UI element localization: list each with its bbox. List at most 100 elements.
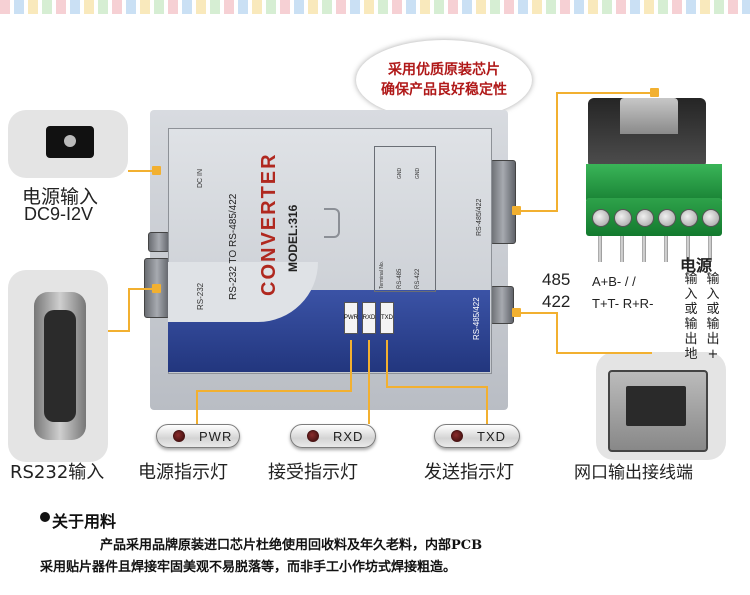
pwr-led-indicator: PWR — [156, 424, 240, 448]
pin-header-terminal: Terminal No. — [379, 260, 385, 289]
plus-char-6: + — [707, 347, 719, 362]
device-port-right-bottom-text: RS-485/422 — [472, 297, 481, 340]
terminal-screw-2 — [614, 209, 632, 227]
ground-char-5: 出 — [684, 332, 698, 347]
rj45-opening — [626, 386, 686, 426]
leader-txd-h — [386, 386, 488, 388]
power-input-label: 电源输入 — [22, 186, 99, 208]
rxd-led-label: RXD — [333, 428, 364, 444]
ground-char-2: 入 — [684, 287, 698, 302]
materials-line-1: 产品采用品牌原装进口芯片杜绝使用回收料及年久老料，内部PCB — [100, 538, 483, 553]
ground-char-4: 输 — [684, 317, 698, 332]
plus-char-3: 或 — [706, 302, 720, 317]
leader-rs232-v — [128, 288, 130, 332]
terminal-screw-1 — [592, 209, 610, 227]
leader-pwr-h — [196, 390, 352, 392]
db9-male-photo — [8, 270, 108, 462]
ground-column: 输 入 或 输 出 地 — [683, 272, 699, 362]
row-422-signals: T+T- R+R- — [592, 296, 654, 311]
receive-indicator-label: 接受指示灯 — [268, 462, 358, 483]
terminal-pin-3 — [642, 236, 646, 262]
power-indicator-label: 电源指示灯 — [138, 462, 228, 483]
txd-led-label: TXD — [477, 428, 506, 444]
row-485-prefix: 485 — [542, 270, 571, 289]
leader-rj45-h2 — [556, 352, 652, 354]
device-left-power-jack — [148, 232, 170, 252]
leader-terminal-dot-2 — [512, 206, 521, 215]
pin-422-gnd: GND — [415, 167, 421, 179]
decorative-stripe-band — [0, 0, 750, 14]
leader-power-dot — [152, 166, 161, 175]
txd-led-indicator: TXD — [434, 424, 520, 448]
plus-column: 输 入 或 输 出 + — [705, 272, 721, 362]
leader-rs232-h2 — [128, 288, 154, 290]
device-right-db9 — [490, 160, 516, 244]
terminal-housing — [586, 164, 722, 200]
leader-rs232-h1 — [108, 330, 130, 332]
row-485-signals: A+B- / / — [592, 274, 636, 289]
ground-char-1: 输 — [684, 272, 698, 287]
leader-pwr-v2 — [196, 390, 198, 424]
pwr-led-label: PWR — [199, 428, 233, 444]
leader-terminal-h2 — [556, 92, 652, 94]
rxd-led-indicator: RXD — [290, 424, 376, 448]
leader-txd-v — [386, 340, 388, 388]
pin-row-422-label: RS-422 — [415, 268, 421, 289]
device-dc-in-text: DC IN — [197, 168, 204, 188]
plus-char-5: 出 — [706, 332, 720, 347]
leader-rs232-dot — [152, 284, 161, 293]
leader-terminal-dot — [650, 88, 659, 97]
terminal-screw-4 — [658, 209, 676, 227]
terminal-pin-6 — [708, 236, 712, 262]
device-brand-text: CONVERTER — [258, 152, 280, 296]
rxd-lamp-icon — [307, 430, 319, 442]
txd-lamp-icon — [451, 430, 463, 442]
device-port-right-top-text: RS-485/422 — [476, 198, 483, 236]
device-series-text: RS-232 TO RS-485/422 — [228, 193, 239, 300]
rs232-input-label: RS232输入 — [10, 462, 105, 483]
terminal-pin-2 — [620, 236, 624, 262]
send-indicator-label: 发送指示灯 — [424, 462, 514, 483]
plus-char-2: 入 — [706, 287, 720, 302]
leader-rj45-dot — [512, 308, 521, 317]
power-heading: 电源 — [680, 256, 713, 275]
power-voltage-label: DC9-I2V — [24, 204, 94, 224]
device-model-text: MODEL:316 — [286, 204, 300, 272]
device-pwr-led-tab: PWR — [344, 302, 358, 334]
pin-row-485-label: RS-485 — [397, 268, 403, 289]
plus-char-4: 输 — [706, 317, 720, 332]
converter-blue-panel — [168, 262, 490, 372]
terminal-screw-5 — [680, 209, 698, 227]
leader-pwr-v — [350, 340, 352, 392]
row-422-prefix: 422 — [542, 292, 571, 311]
callout-line-1: 采用优质原装芯片 — [388, 62, 500, 78]
logo-wave-icon — [324, 208, 340, 238]
device-right-rj45 — [490, 286, 514, 324]
leader-rxd-v — [368, 340, 370, 424]
ground-char-3: 或 — [684, 302, 698, 317]
ground-char-6: 地 — [684, 347, 698, 362]
leader-rj45-h — [516, 312, 556, 314]
leader-terminal-h — [516, 210, 556, 212]
bullet-icon — [40, 512, 50, 522]
leader-terminal-v — [556, 92, 558, 212]
rj45-output-label: 网口输出接线端 — [574, 463, 693, 483]
pin-assignment-table: Terminal No. RS-485 RS-422 GND GND — [374, 146, 436, 292]
plus-char-1: 输 — [706, 272, 720, 287]
terminal-pin-5 — [686, 236, 690, 262]
device-txd-led-tab: TXD — [380, 302, 394, 334]
device-port-left-text: RS-232 — [196, 282, 205, 310]
terminal-screw-6 — [702, 209, 720, 227]
terminal-pin-1 — [598, 236, 602, 262]
device-rxd-led-tab: RXD — [362, 302, 376, 334]
leader-power — [128, 170, 154, 172]
callout-line-2: 确保产品良好稳定性 — [381, 82, 507, 98]
pin-485-gnd: GND — [397, 167, 403, 179]
terminal-screw-3 — [636, 209, 654, 227]
terminal-db9-shell — [620, 98, 678, 134]
materials-title: 关于用料 — [52, 512, 117, 531]
power-jack-photo — [8, 110, 128, 178]
leader-txd-v2 — [486, 386, 488, 424]
materials-line-2: 采用贴片器件且焊接牢固美观不易脱落等，而非手工小作坊式焊接粗造。 — [40, 560, 457, 575]
leader-rj45-v — [556, 312, 558, 354]
